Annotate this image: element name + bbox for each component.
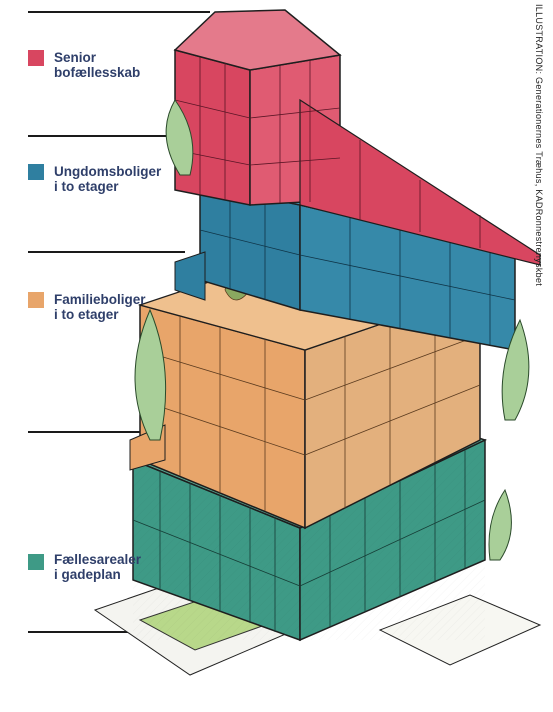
legend-swatch-common [28,554,44,570]
illustration-credit: ILLUSTRATION: Generationernes Træhus, KA… [534,4,544,286]
plant-right-low [489,490,511,560]
legend-swatch-family [28,292,44,308]
legend-swatch-youth [28,164,44,180]
legend-label-youth: Ungdomsboliger i to etager [54,164,161,194]
legend-label-senior: Senior bofællesskab [54,50,140,80]
legend-label-common: Fællesarealer i gadeplan [54,552,141,582]
legend-label-family: Familieboliger i to etager [54,292,146,322]
legend-swatch-senior [28,50,44,66]
